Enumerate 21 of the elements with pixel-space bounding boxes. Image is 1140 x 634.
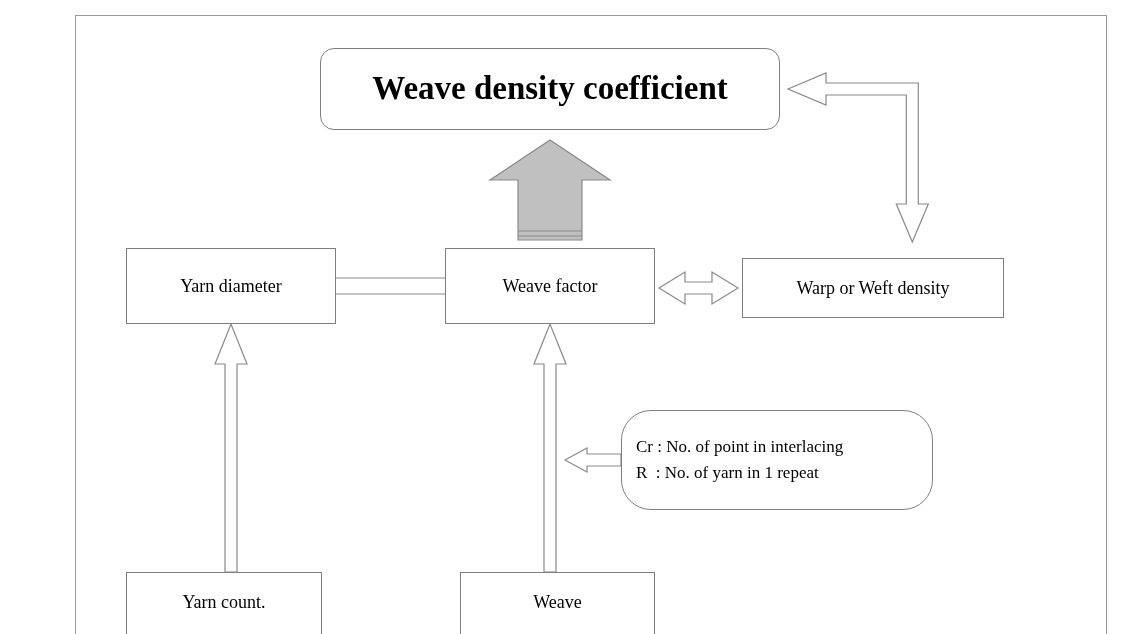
- rounded-title-box: [320, 48, 780, 130]
- process-box: [460, 572, 655, 634]
- hollow-elbow-arrow: [786, 72, 930, 244]
- note-line: R : No. of yarn in 1 repeat: [636, 462, 819, 484]
- node-label: Weave: [533, 590, 582, 614]
- node-label: Weave density coefficient: [372, 69, 728, 109]
- node-label: Weave factor: [502, 274, 598, 298]
- process-box: [445, 248, 655, 324]
- process-box: [742, 258, 1004, 318]
- rounded-note-box: [621, 410, 933, 510]
- hollow-arrow: [533, 322, 567, 573]
- hollow-double-arrow: [657, 270, 740, 306]
- node-label: Warp or Weft density: [796, 276, 950, 300]
- note-line: Cr : No. of point in interlacing: [636, 436, 844, 458]
- process-box: [126, 572, 322, 634]
- node-label: Yarn diameter: [180, 274, 282, 298]
- double-line-connector: [335, 277, 446, 295]
- node-label: Yarn count.: [182, 590, 266, 614]
- process-box: [126, 248, 336, 324]
- hollow-arrow: [563, 447, 622, 473]
- hollow-arrow: [214, 322, 248, 573]
